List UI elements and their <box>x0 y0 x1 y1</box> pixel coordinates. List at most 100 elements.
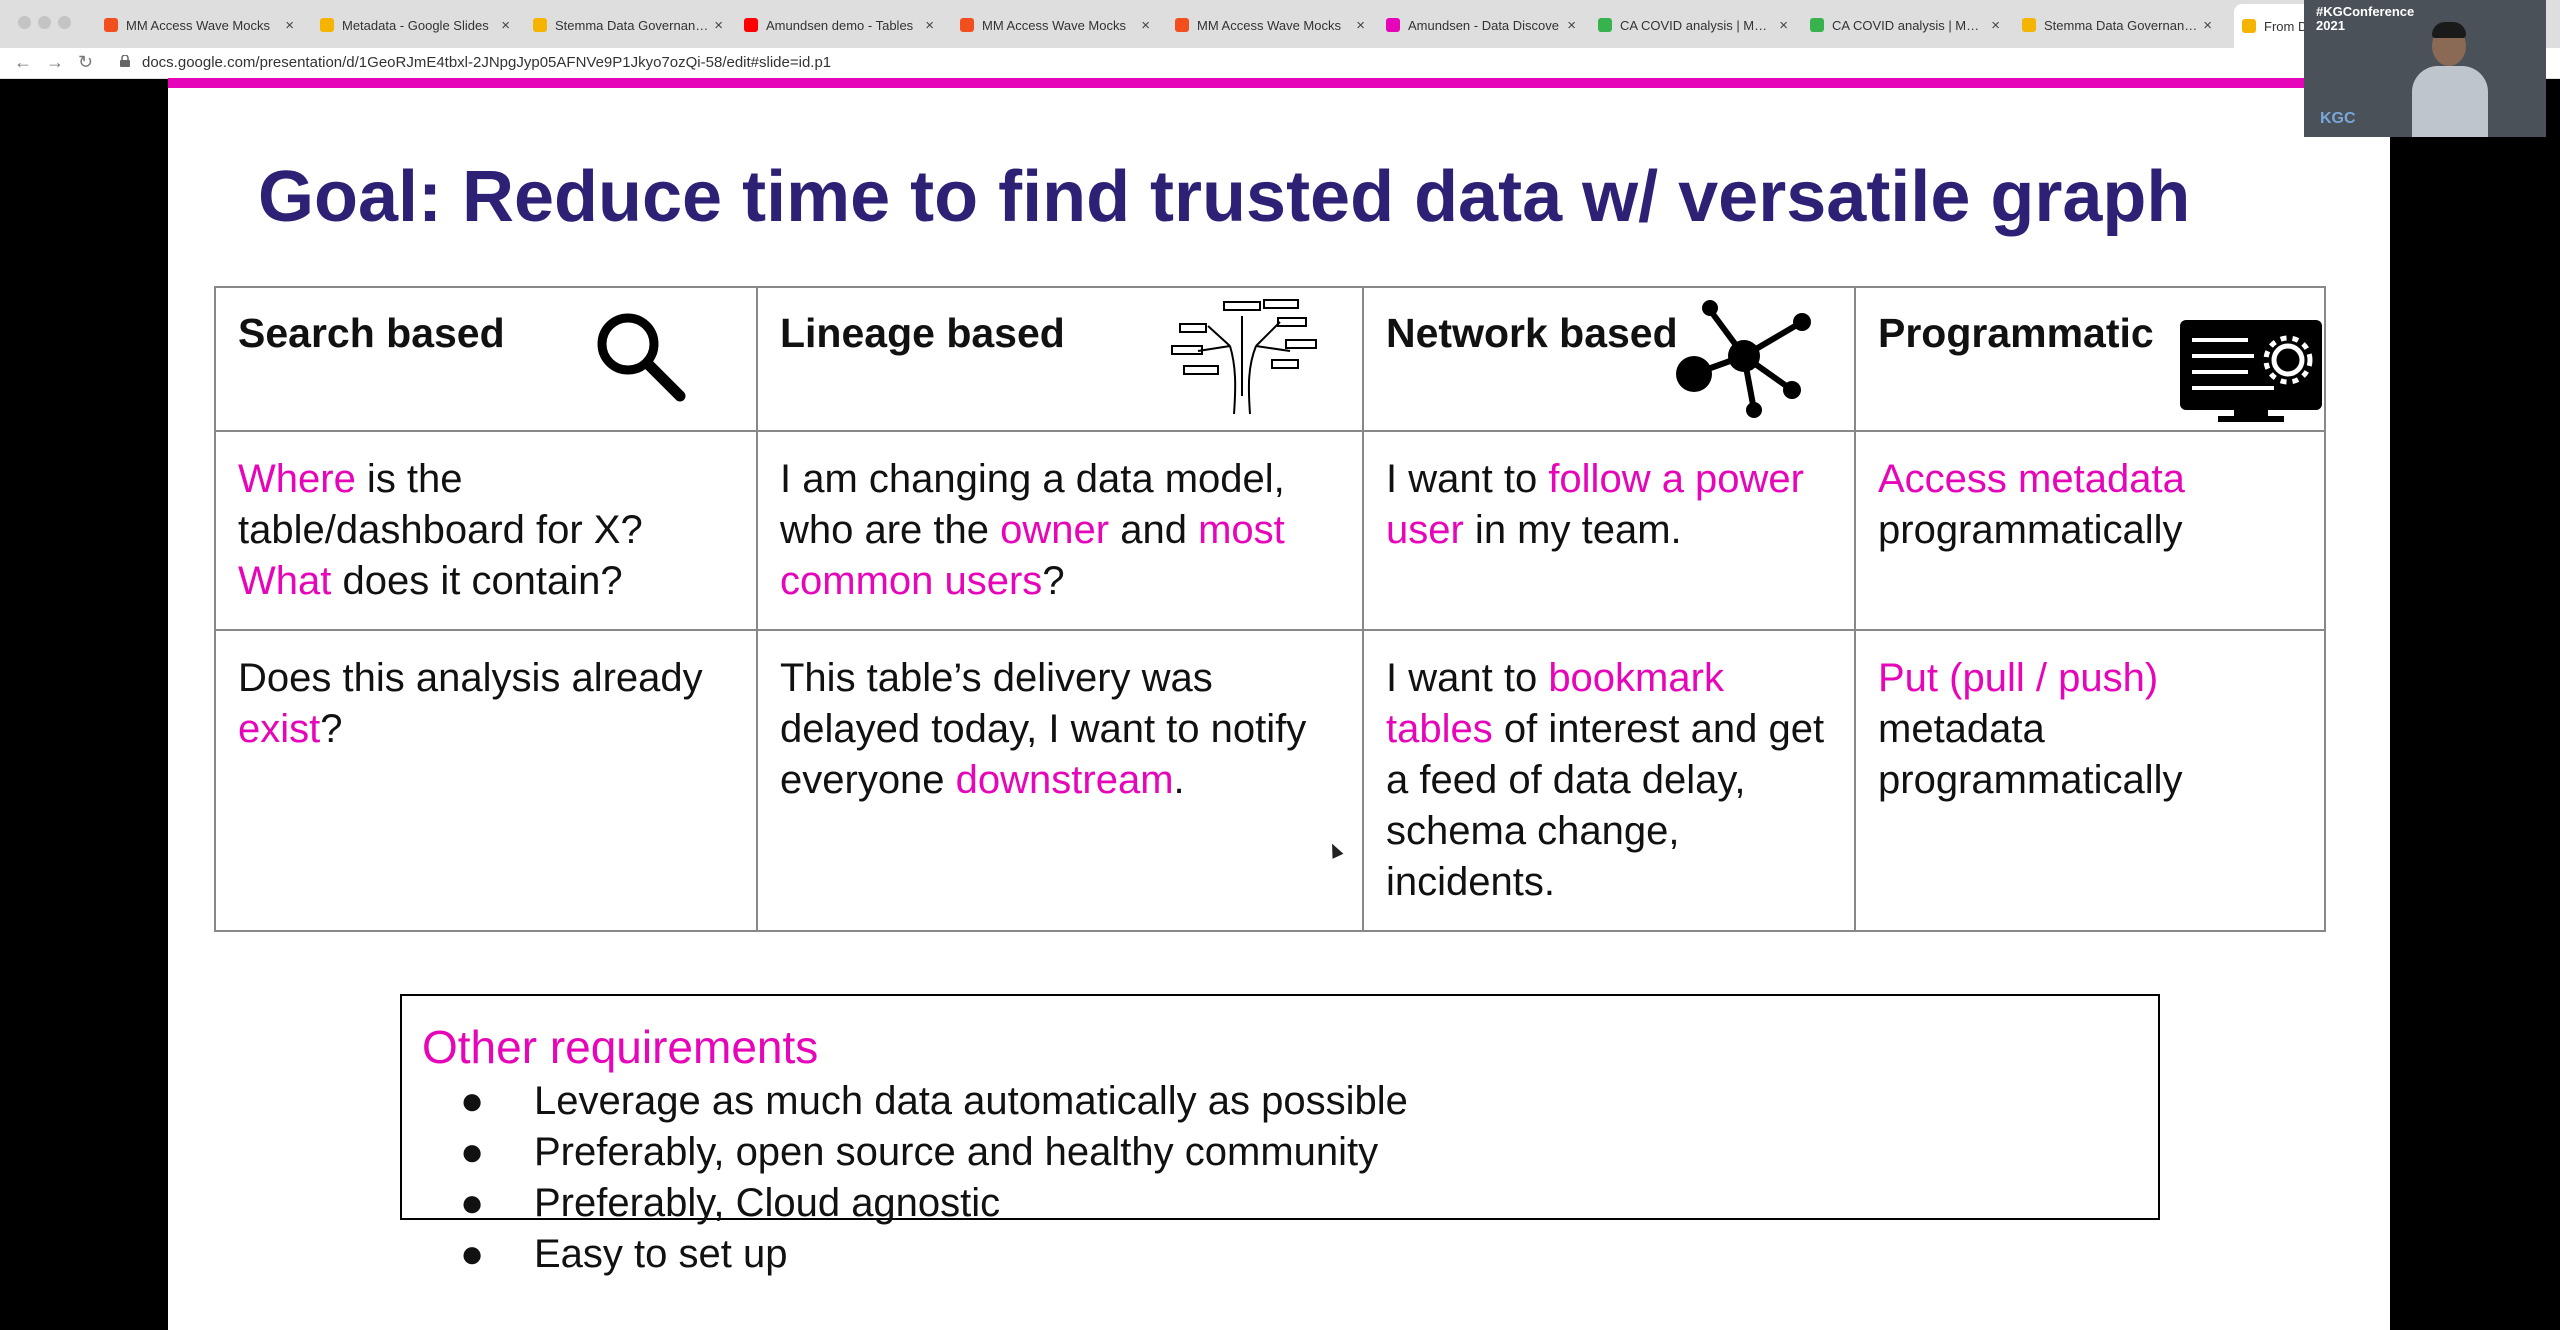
cell-text: of interest and get a feed of data delay… <box>1386 707 1825 904</box>
cell-text: does it contain? <box>331 559 623 603</box>
cell-text: I want to <box>1386 457 1549 501</box>
requirement-text: Easy to set up <box>534 1232 788 1276</box>
zoom-window-button[interactable] <box>58 16 71 29</box>
highlighted-text: exist <box>238 707 321 751</box>
monitor-gear-icon <box>2180 320 2322 422</box>
cell-text: programmatically <box>1878 508 2183 552</box>
browser-tab[interactable]: CA COVID analysis | Mode × <box>1810 8 2000 42</box>
lock-icon <box>120 55 130 67</box>
url-text[interactable]: docs.google.com/presentation/d/1GeoRJmE4… <box>142 54 832 71</box>
column-header: Search based <box>238 310 505 356</box>
magnifier-icon <box>597 313 686 402</box>
reload-icon[interactable]: ↻ <box>78 52 94 72</box>
cell-text: metadata programmatically <box>1878 707 2183 802</box>
cell-text: I am changing a data model, who are the <box>780 457 1285 552</box>
requirement-item: ●Preferably, open source and healthy com… <box>422 1127 1408 1178</box>
cell-search-row2: Does this analysis already exist? <box>214 629 758 932</box>
mode-icon <box>1598 18 1612 32</box>
forward-arrow-icon[interactable]: → <box>46 52 64 72</box>
cell-lineage-row1: I am changing a data model, who are the … <box>756 430 1364 631</box>
highlighted-text: Put (pull / push) <box>1878 656 2159 700</box>
tab-close-icon[interactable]: × <box>1356 16 1365 34</box>
highlighted-text: most common users <box>780 508 1285 603</box>
cell-text: Does this analysis already <box>238 656 703 700</box>
tab-close-icon[interactable]: × <box>1567 16 1576 34</box>
cell-search-row1: Where is the table/dashboard for X? What… <box>214 430 758 631</box>
slides-icon <box>2022 18 2036 32</box>
webcam-overlay: #KGConference 2021 KGC <box>2304 0 2546 137</box>
highlighted-text: follow a power user <box>1386 457 1804 552</box>
presentation-slide: Goal: Reduce time to find trusted data w… <box>168 78 2390 1330</box>
requirements-title: Other requirements <box>422 1021 819 1073</box>
requirements-list: ● Leverage as much data automatically as … <box>422 1076 1408 1280</box>
minimize-window-button[interactable] <box>38 16 51 29</box>
cell-network-row1: I want to follow a power user in my team… <box>1362 430 1856 631</box>
tab-title: Amundsen demo - Tables <box>766 17 914 33</box>
speaker-hair <box>2432 22 2466 38</box>
tab-title: MM Access Wave Mocks <box>126 17 270 33</box>
use-case-table: Search based Lineage based <box>214 286 2326 932</box>
highlighted-text: What <box>238 559 332 603</box>
browser-tab[interactable]: CA COVID analysis | Mode× <box>1598 8 1788 42</box>
header-cell-network: Network based <box>1362 286 1856 432</box>
tab-close-icon[interactable]: × <box>285 16 294 34</box>
tab-title: Stemma Data Governance <box>555 17 709 33</box>
tab-title: CA COVID analysis | Mode <box>1832 17 1986 33</box>
browser-tab[interactable]: Stemma Data Governance × <box>2022 8 2212 42</box>
cell-programmatic-row1: Access metadata programmatically <box>1854 430 2326 631</box>
close-window-button[interactable] <box>18 16 31 29</box>
conference-logo: KGC <box>2320 110 2356 127</box>
conference-tag: #KGConference 2021 <box>2316 4 2415 33</box>
tab-title: Amundsen - Data Discove <box>1408 17 1560 33</box>
network-graph-icon <box>1676 300 1811 418</box>
requirement-text: Leverage as much data automatically as p… <box>534 1079 1408 1123</box>
other-requirements-box: Other requirements ● Leverage as much dat… <box>400 994 2160 1276</box>
bullet-icon: ● <box>460 1130 485 1174</box>
requirement-item: ● Easy to set up <box>422 1229 1408 1280</box>
tab-close-icon[interactable]: × <box>714 16 723 34</box>
tab-close-icon[interactable]: × <box>925 16 934 34</box>
tab-close-icon[interactable]: × <box>501 16 510 34</box>
cell-text: in my team. <box>1463 508 1682 552</box>
cell-network-row2: I want to bookmark tables of interest an… <box>1362 629 1856 932</box>
cell-lineage-row2: This table’s delivery was delayed today,… <box>756 629 1364 932</box>
browser-tab[interactable]: MM Access Wave Mocks × <box>1175 8 1365 42</box>
tab-close-icon[interactable]: × <box>1141 16 1150 34</box>
browser-tab[interactable]: Amundsen demo - Tables × <box>744 8 934 42</box>
tab-title: MM Access Wave Mocks <box>1197 17 1341 33</box>
tab-close-icon[interactable]: × <box>1991 16 2000 34</box>
figma-icon <box>1175 18 1189 32</box>
requirement-item: ● Leverage as much data automatically as … <box>422 1076 1408 1127</box>
tab-close-icon[interactable]: × <box>1779 16 1788 34</box>
browser-tab[interactable]: Metadata - Google Slides × <box>320 8 510 42</box>
back-arrow-icon[interactable]: ← <box>14 52 32 72</box>
column-header: Lineage based <box>780 310 1065 356</box>
tab-title: Metadata - Google Slides <box>342 17 489 33</box>
highlighted-text: Access metadata <box>1878 457 2185 501</box>
browser-tab[interactable]: Stemma Data Governance × <box>533 8 723 42</box>
browser-tab[interactable]: Amundsen - Data Discove × <box>1386 8 1576 42</box>
bullet-icon: ● <box>460 1232 485 1276</box>
amundsen-icon <box>1386 18 1400 32</box>
highlighted-text: bookmark tables <box>1386 656 1724 751</box>
slides-icon <box>533 18 547 32</box>
table-header-row: Search based Lineage based <box>214 286 2326 432</box>
browser-tab-bar: MM Access Wave Mocks×Metadata - Google S… <box>0 0 2560 48</box>
header-cell-search: Search based <box>214 286 758 432</box>
bullet-icon: ● <box>460 1079 485 1123</box>
slides-icon <box>2242 19 2256 33</box>
browser-tab[interactable]: MM Access Wave Mocks× <box>960 8 1150 42</box>
header-cell-programmatic: Programmatic <box>1854 286 2326 432</box>
browser-tab[interactable]: MM Access Wave Mocks × <box>104 8 294 42</box>
column-header: Programmatic <box>1878 310 2154 356</box>
tab-close-icon[interactable]: × <box>2203 16 2212 34</box>
table-row: Where is the table/dashboard for X? What… <box>214 430 2326 631</box>
browser-tab[interactable]: From Di <box>2234 4 2312 48</box>
slide-accent-bar <box>168 78 2390 88</box>
tab-title: Stemma Data Governance <box>2044 17 2198 33</box>
slides-icon <box>320 18 334 32</box>
table-row: Does this analysis already exist? This t… <box>214 629 2326 932</box>
cell-text: ? <box>320 707 343 751</box>
column-header: Network based <box>1386 310 1678 356</box>
youtube-icon <box>744 18 758 32</box>
